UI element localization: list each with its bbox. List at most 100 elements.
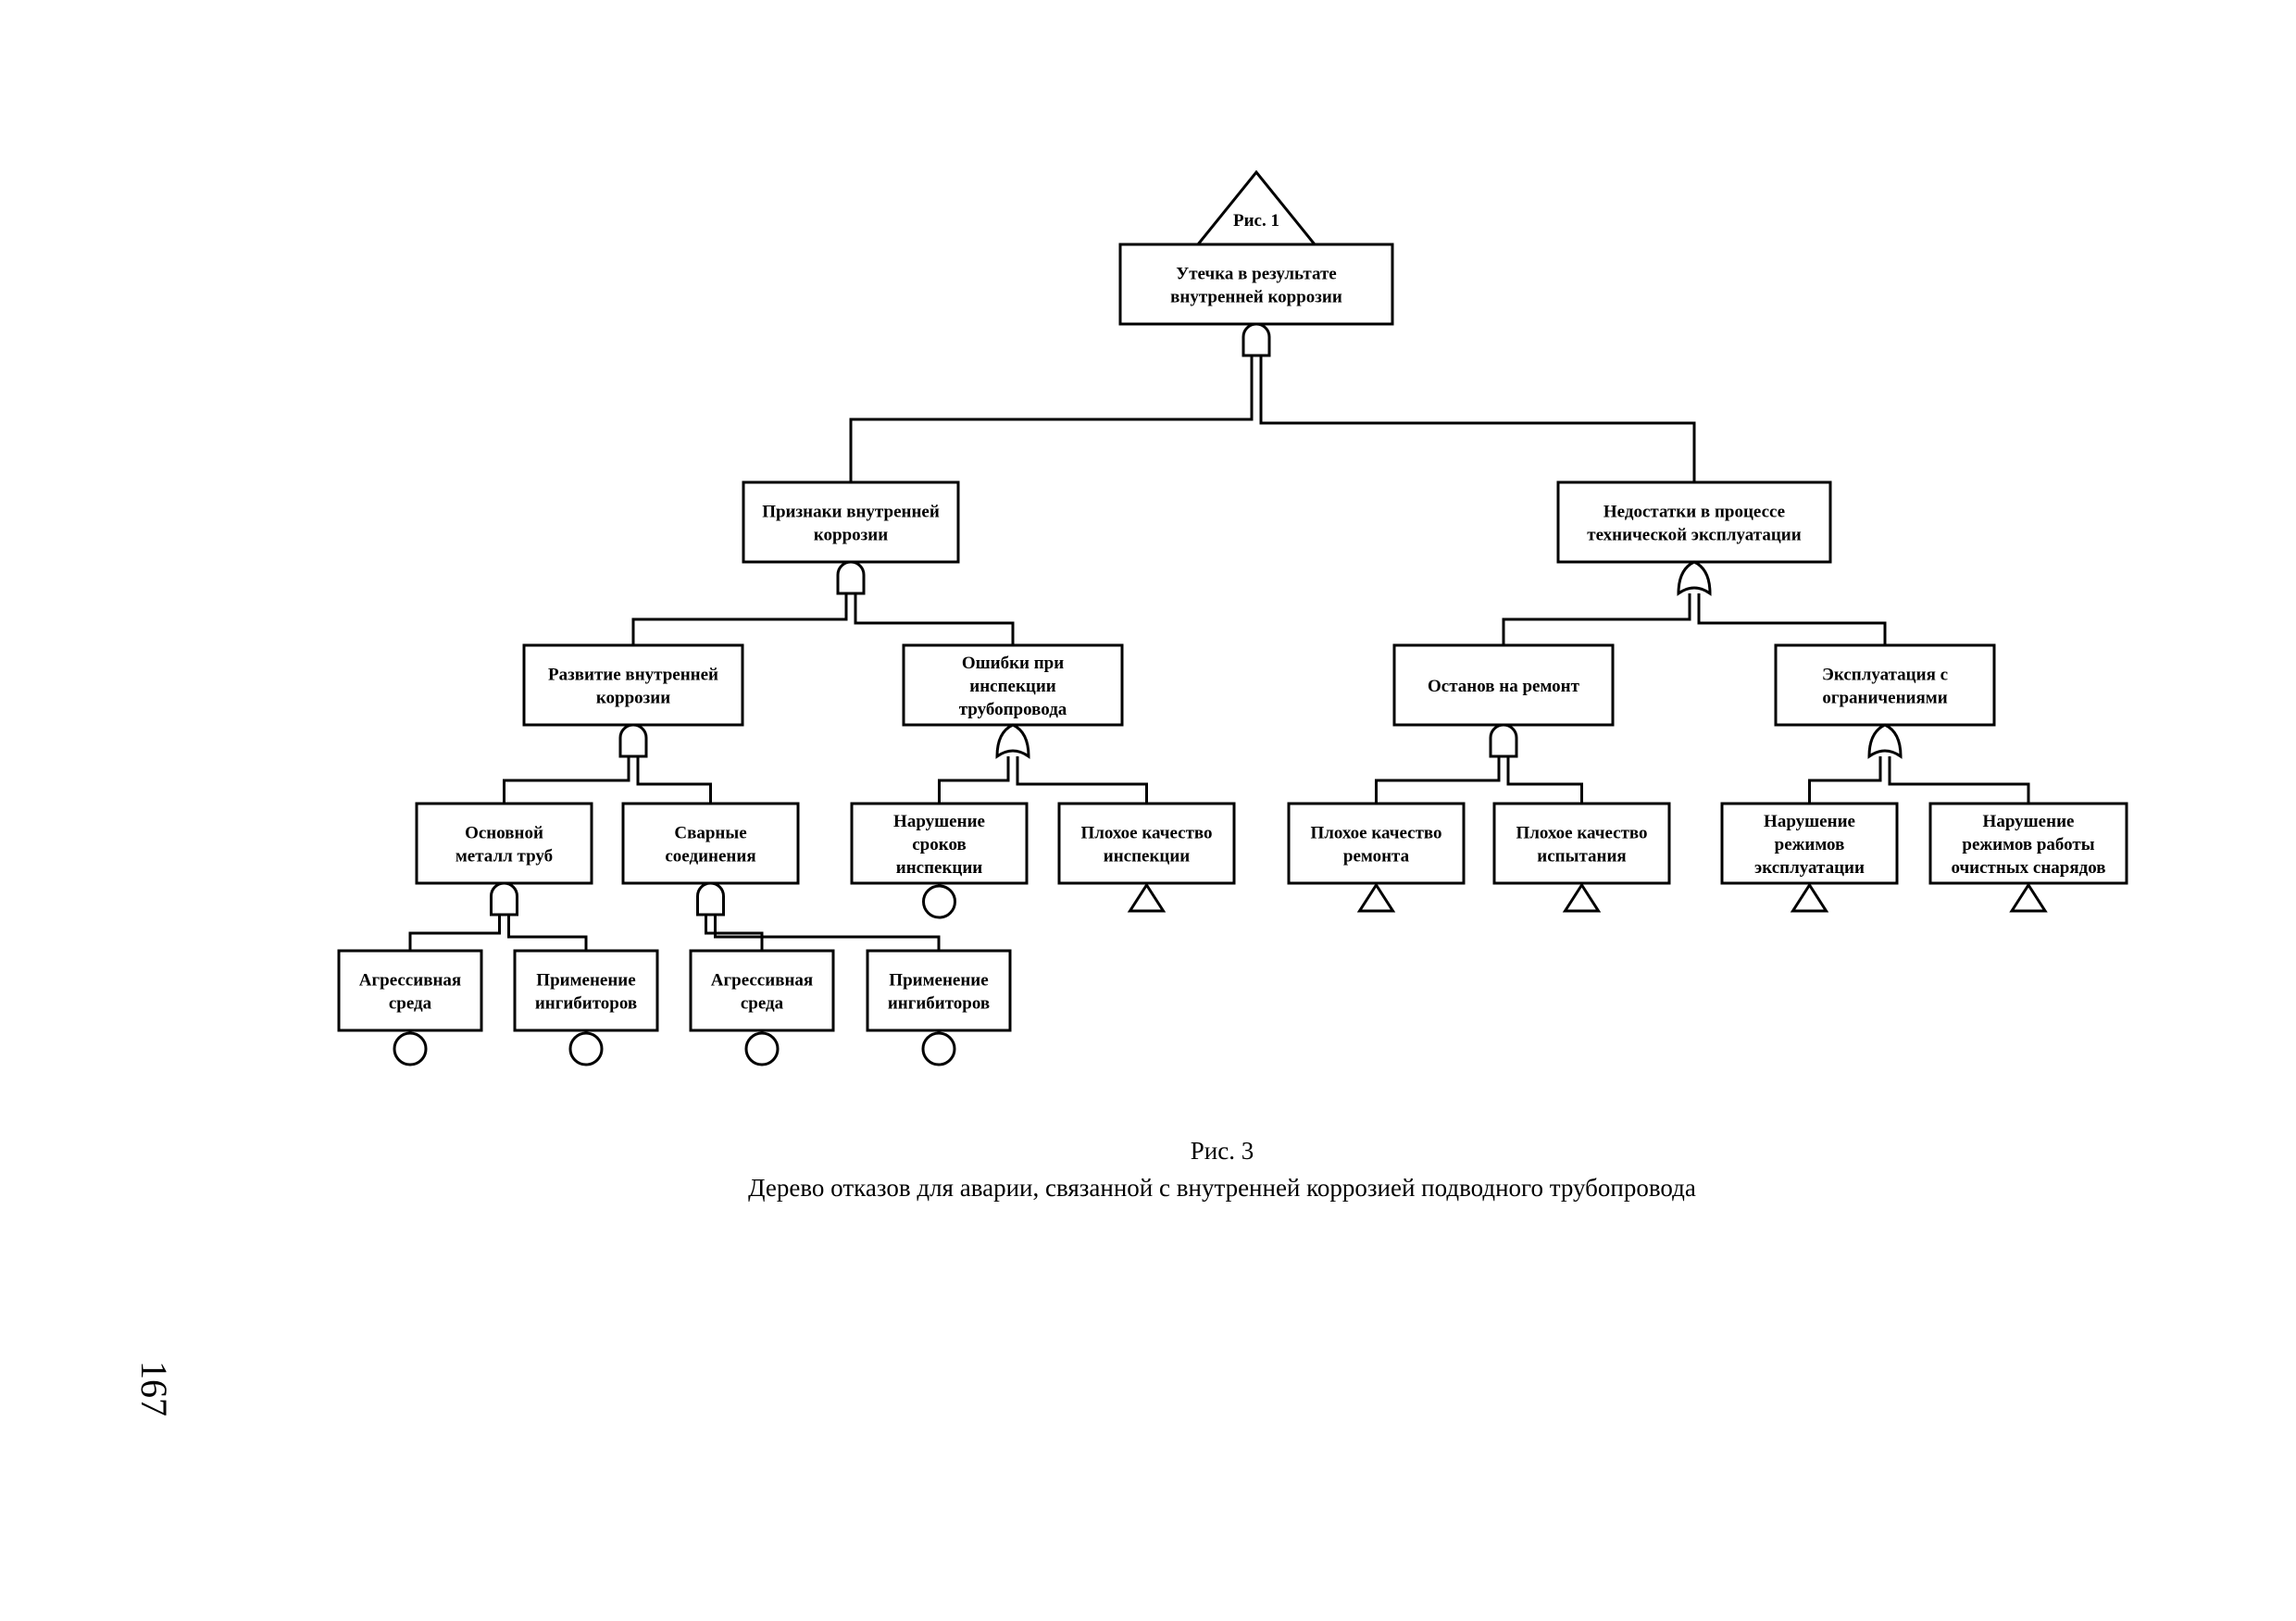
event-node-welds: Сварные соединения — [621, 802, 800, 916]
undeveloped-event-triangle-icon — [1790, 882, 1829, 913]
event-box — [415, 802, 593, 885]
event-label-line: среда — [741, 994, 784, 1014]
figure-number: Рис. 3 — [1190, 1137, 1254, 1165]
event-node-stop: Останов на ремонт — [1392, 643, 1615, 758]
event-label-line: инспекции — [1104, 847, 1191, 867]
event-box — [1287, 802, 1466, 885]
connector-line — [849, 355, 1254, 482]
event-label-line: Агрессивная — [359, 971, 461, 991]
event-node-aggr1: Агрессивная среда — [337, 949, 483, 1066]
event-label-line: режимов работы — [1962, 835, 2094, 854]
event-label-line: Плохое качество — [1310, 824, 1441, 843]
undeveloped-event-triangle-icon — [2009, 882, 2048, 913]
event-box — [850, 802, 1029, 885]
tree-nodes: Рис. 1 Утечка в результате внутренней корр… — [337, 169, 2128, 1066]
event-label-line: Применение — [889, 971, 988, 991]
connector-line — [1808, 756, 1882, 804]
event-label-line: Признаки внутренней — [762, 503, 940, 522]
event-label-line: Нарушение — [1983, 812, 2075, 831]
event-label-line: ограничениями — [1822, 689, 1947, 708]
transfer-in-label: Рис. 1 — [1233, 211, 1279, 231]
event-box — [866, 949, 1012, 1032]
event-label-line: Нарушение — [1764, 812, 1855, 831]
event-label-line: внутренней коррозии — [1170, 288, 1342, 307]
event-label-line: очистных снарядов — [1951, 858, 2105, 878]
event-label-line: коррозии — [596, 689, 670, 708]
event-node-badtest: Плохое качество испытания — [1492, 802, 1671, 913]
undeveloped-event-triangle-icon — [1127, 882, 1167, 913]
event-label-line: режимов — [1775, 835, 1845, 854]
connector-line — [1697, 593, 1887, 645]
basic-event-circle-icon — [568, 1031, 604, 1066]
event-label-line: Агрессивная — [711, 971, 813, 991]
event-label-line: Эксплуатация с — [1822, 666, 1948, 685]
event-box — [1057, 802, 1236, 885]
connector-line — [714, 915, 941, 951]
event-box — [1720, 802, 1899, 885]
and-gate-icon — [836, 560, 866, 595]
event-box — [1774, 643, 1996, 727]
event-box — [742, 480, 960, 564]
event-label-line: Сварные — [674, 824, 746, 843]
event-label-line: ремонта — [1343, 847, 1410, 867]
connector-line — [854, 593, 1015, 645]
event-node-badinsp: Плохое качество инспекции — [1057, 802, 1236, 913]
basic-event-circle-icon — [921, 1031, 956, 1066]
event-box — [513, 949, 659, 1032]
basic-event-circle-icon — [393, 1031, 428, 1066]
undeveloped-event-triangle-icon — [1356, 882, 1396, 913]
event-label-line: ингибиторов — [535, 994, 637, 1014]
event-label-line: Останов на ремонт — [1428, 677, 1580, 696]
event-label-line: Плохое качество — [1080, 824, 1212, 843]
event-box — [1392, 643, 1615, 727]
and-gate-icon — [1242, 322, 1271, 357]
event-label-line: технической эксплуатации — [1587, 526, 1801, 545]
event-box — [1492, 802, 1671, 885]
or-gate-icon — [1677, 560, 1712, 596]
tree-connectors — [408, 355, 2030, 951]
event-node-pigs: Нарушение режимов работы очистных снарядов — [1928, 802, 2128, 913]
connector-line — [1888, 756, 2030, 804]
event-node-limits: Эксплуатация с ограничениями — [1774, 643, 1996, 759]
or-gate-icon — [1867, 723, 1903, 759]
page-number: 167 — [133, 1361, 175, 1416]
event-label-line: Применение — [536, 971, 635, 991]
basic-event-circle-icon — [744, 1031, 780, 1066]
event-label-line: Утечка в результате — [1176, 265, 1336, 284]
connector-line — [1375, 756, 1501, 804]
connector-line — [1259, 355, 1696, 482]
event-label-line: Плохое качество — [1516, 824, 1647, 843]
connector-line — [507, 915, 588, 951]
event-label-line: сроков — [912, 835, 966, 854]
event-label-line: испытания — [1537, 847, 1626, 867]
event-label-line: Нарушение — [893, 812, 985, 831]
connector-line — [938, 756, 1010, 804]
event-box — [902, 643, 1124, 727]
event-box — [522, 643, 744, 727]
event-box — [1556, 480, 1832, 564]
event-box — [621, 802, 800, 885]
connector-line — [503, 756, 630, 804]
event-label-line: среда — [389, 994, 432, 1014]
or-gate-icon — [995, 723, 1030, 759]
event-box — [1118, 243, 1394, 326]
event-label-line: Развитие внутренней — [548, 666, 718, 685]
connector-line — [636, 756, 712, 804]
event-label-line: соединения — [665, 847, 755, 867]
basic-event-circle-icon — [922, 884, 956, 919]
and-gate-icon — [618, 723, 648, 758]
event-node-badrepair: Плохое качество ремонта — [1287, 802, 1466, 913]
event-node-top: Утечка в результате внутренней коррозии — [1118, 243, 1394, 357]
connector-line — [1506, 756, 1583, 804]
connector-line — [1502, 593, 1691, 645]
and-gate-icon — [1489, 723, 1518, 758]
and-gate-icon — [696, 881, 725, 916]
connector-line — [705, 915, 764, 951]
